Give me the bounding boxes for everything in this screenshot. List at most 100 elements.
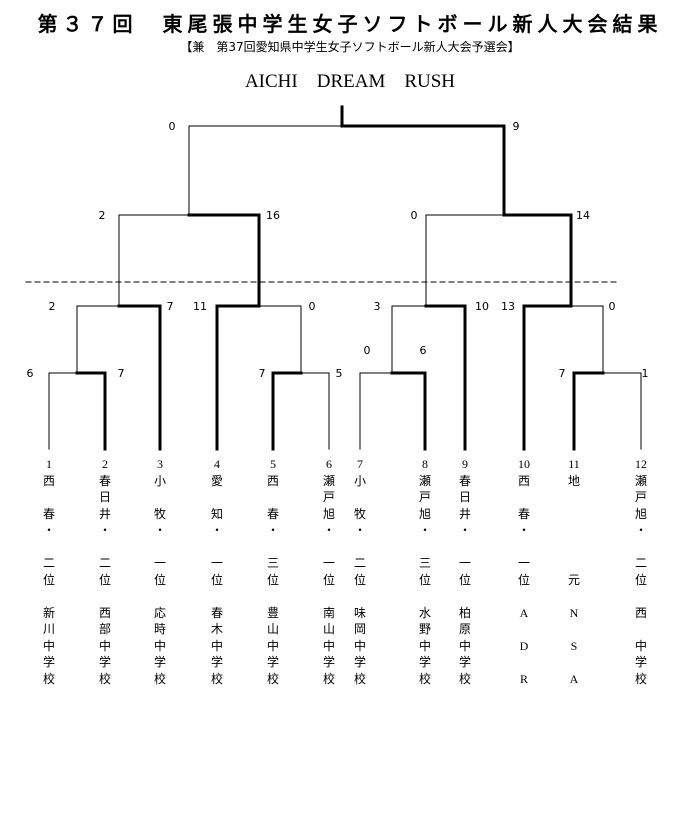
team-text-char	[91, 588, 119, 605]
team-text-char: 西	[634, 605, 647, 620]
team-text-char: 校	[210, 671, 223, 686]
team-text-char: 学	[322, 655, 335, 669]
team-text-char: 二	[634, 556, 647, 570]
team-text-char: 校	[353, 671, 366, 686]
team-text-char	[146, 489, 174, 506]
team-text-char	[203, 539, 231, 556]
team-text-char: 学	[98, 655, 111, 669]
score-final-left: 0	[169, 120, 176, 133]
team-text-char: 校	[98, 671, 111, 686]
score-r1-4-right: 1	[642, 367, 649, 380]
team-text-char: 応	[153, 605, 166, 620]
team-text-char: ・	[42, 523, 55, 537]
score-qf1-left: 2	[49, 300, 56, 313]
team-text-char	[411, 539, 439, 556]
team-text-char	[560, 555, 588, 572]
team-text-char: 川	[42, 622, 55, 636]
team-text-char: 学	[153, 655, 166, 669]
team-text-char	[411, 588, 439, 605]
team-text-char: 原	[458, 622, 471, 636]
team-text-char: 山	[266, 622, 279, 636]
team-text-char: 小	[353, 473, 366, 488]
team-text-char: 西	[98, 605, 111, 620]
team-text-char: 水	[418, 605, 431, 620]
team-text-char: 中	[266, 638, 279, 653]
team-text-char: 一	[458, 556, 471, 570]
team-text-char	[346, 588, 374, 605]
team-text-char: S	[570, 638, 578, 653]
team-text-char: 豊	[266, 605, 279, 620]
team-text-char: 時	[153, 622, 166, 636]
team-text-char: 位	[98, 572, 111, 587]
team-text-char: 春	[458, 473, 471, 488]
team-text-char	[560, 522, 588, 539]
team-text-char: 瀬	[634, 473, 647, 488]
team-text-char	[560, 506, 588, 523]
team-text-char: 味	[353, 605, 366, 620]
team-text-char: 西	[42, 473, 55, 488]
team-text-char: 旭	[322, 506, 335, 521]
score-r1-2-left: 7	[259, 367, 266, 380]
team-text-char: 知	[210, 506, 223, 521]
team-text-char	[35, 489, 63, 506]
team-text-char: 一	[210, 556, 223, 570]
team-text-char: 三	[266, 556, 279, 570]
team-text-char: 春	[266, 506, 279, 521]
team-text-char: 校	[322, 671, 335, 686]
team-seed: 10	[518, 457, 530, 471]
team-text-char: 学	[634, 655, 647, 669]
team-text-char: 学	[266, 655, 279, 669]
team-text-char: 瀬	[418, 473, 431, 488]
team-text-char: 野	[418, 622, 431, 636]
score-semi1-left: 2	[99, 209, 106, 222]
team-text-char: 中	[42, 638, 55, 653]
team-text-char: 元	[567, 572, 580, 587]
team-text-char: 春	[42, 506, 55, 521]
score-r1-3-left: 0	[364, 344, 371, 357]
team-text-char	[627, 621, 655, 638]
score-semi1-right: 16	[266, 209, 280, 222]
team-text-char: 日	[98, 490, 111, 504]
team-text-char: 旭	[634, 506, 647, 521]
score-qf3-right: 10	[475, 300, 489, 313]
team-text-char: 一	[517, 556, 530, 570]
team-seed: 2	[102, 457, 108, 471]
team-text-char: 学	[42, 655, 55, 669]
team-seed: 1	[46, 457, 52, 471]
team-text-char: 学	[418, 655, 431, 669]
team-text-char: 一	[322, 556, 335, 570]
team-text-char: 牧	[153, 506, 166, 521]
score-semi2-right: 14	[576, 209, 590, 222]
team-text-char: 位	[322, 572, 335, 587]
team-text-char: 戸	[322, 490, 335, 504]
team-text-char	[203, 489, 231, 506]
team-text-char: 位	[517, 572, 530, 587]
score-qf4-right: 0	[609, 300, 616, 313]
team-text-char	[510, 489, 538, 506]
team-text-char: 井	[98, 506, 111, 521]
team-seed: 11	[568, 457, 580, 471]
team-text-char: 愛	[210, 473, 223, 488]
score-r1-2-right: 5	[336, 367, 343, 380]
team-text-char: 南	[322, 605, 335, 620]
team-text-char: 位	[634, 572, 647, 587]
team-text-char: 中	[210, 638, 223, 653]
event-name: AICHI DREAM RUSH	[244, 71, 456, 92]
team-text-char: 位	[266, 572, 279, 587]
team-text-char: 二	[98, 556, 111, 570]
team-text-char: 学	[458, 655, 471, 669]
team-text-char: 春	[210, 605, 223, 620]
team-text-char: A	[569, 671, 579, 686]
team-text-char: 学	[353, 655, 366, 669]
team-text-char: ・	[517, 523, 530, 537]
team-text-char: 旭	[418, 506, 431, 521]
team-text-char	[627, 539, 655, 556]
team-text-char: 校	[458, 671, 471, 686]
team-text-char: 小	[153, 473, 166, 488]
team-text-char: ・	[353, 523, 366, 537]
score-qf2-right: 0	[309, 300, 316, 313]
team-text-char: 校	[634, 671, 647, 686]
team-text-char: 中	[634, 638, 647, 653]
